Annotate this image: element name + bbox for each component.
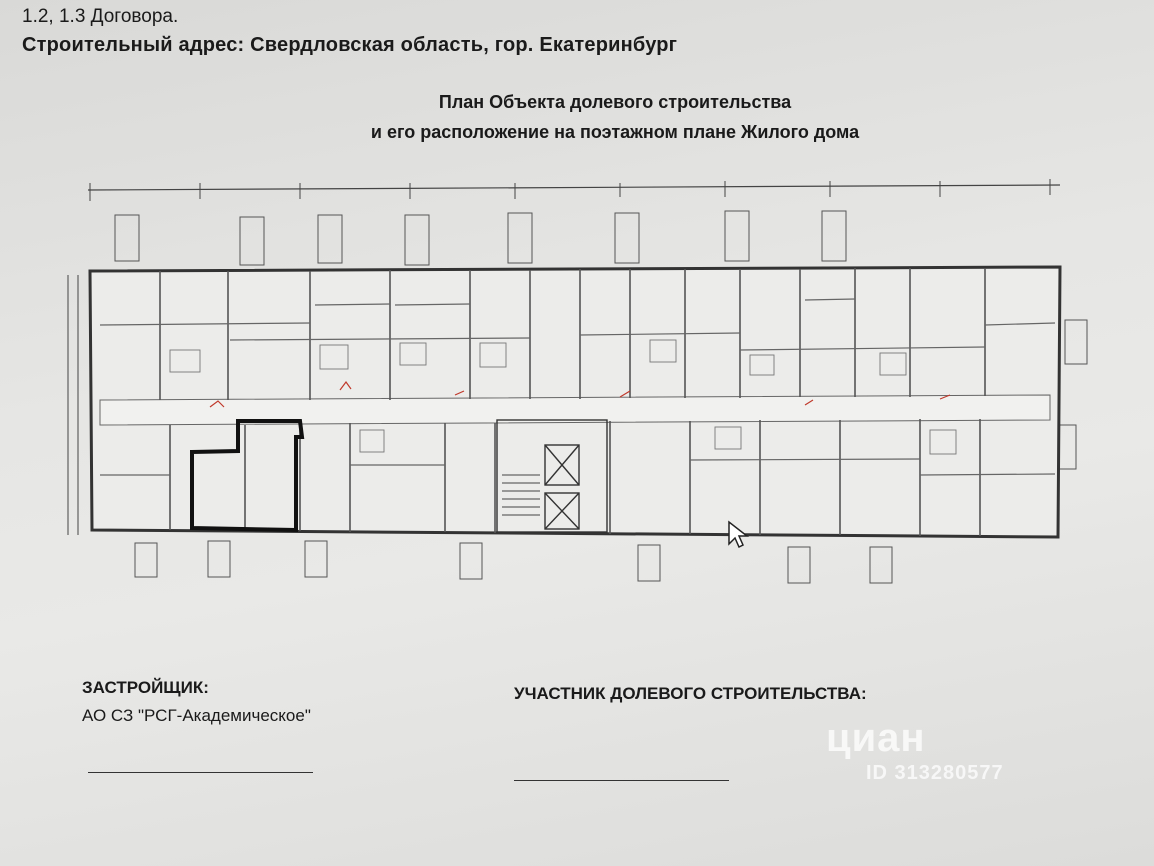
cian-watermark-id: ID 313280577 xyxy=(866,762,1004,784)
participant-signature-line xyxy=(514,780,729,781)
participant-label: УЧАСТНИК ДОЛЕВОГО СТРОИТЕЛЬСТВА: xyxy=(514,684,867,703)
developer-label: ЗАСТРОЙЩИК: xyxy=(82,678,209,697)
cian-watermark: циан xyxy=(826,716,926,760)
floor-plan-drawing xyxy=(67,179,1088,584)
developer-signature-line xyxy=(88,772,313,773)
developer-name: АО СЗ "РСГ-Академическое" xyxy=(82,706,311,725)
header-address: Строительный адрес: Свердловская область… xyxy=(22,34,678,56)
header-line-1: 1.2, 1.3 Договора. xyxy=(22,6,179,27)
plan-title-line-1: План Объекта долевого строительства xyxy=(438,92,792,112)
plan-title-line-2: и его расположение на поэтажном плане Жи… xyxy=(370,122,860,142)
mouse-cursor-icon xyxy=(728,520,749,549)
